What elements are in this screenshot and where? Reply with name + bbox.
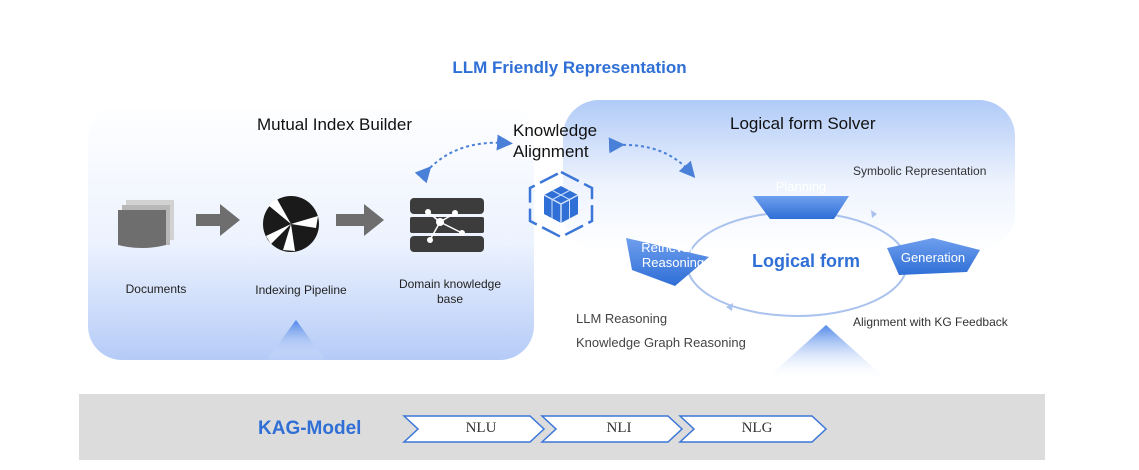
planning-fan [753, 196, 849, 219]
flow-arrow-1 [196, 204, 240, 236]
diagram-title: LLM Friendly Representation [452, 58, 687, 77]
knowledge-alignment-line1: Knowledge [513, 121, 598, 140]
stage-label-nlu: NLU [465, 420, 497, 436]
knowledge-alignment-line2: Alignment [513, 142, 589, 161]
alignment-arrow-right [608, 137, 696, 179]
stage-chevron-nlu [402, 415, 546, 443]
loop-arrowhead [726, 303, 733, 311]
step-label-database: Domain knowledge base [382, 277, 518, 307]
alignment-feedback-label: Alignment with KG Feedback [853, 315, 1008, 329]
cube-hexagon-icon [528, 170, 594, 239]
retrieval-fan [626, 238, 709, 286]
solver-title: Logical form Solver [730, 114, 876, 133]
generation-label: Generation [900, 250, 966, 265]
generation-fan [887, 238, 980, 275]
retrieval-reasoning-label: Retrieval & Reasoning [628, 240, 718, 270]
llm-reasoning-label: LLM Reasoning [576, 311, 668, 326]
mutual-index-title: Mutual Index Builder [257, 115, 412, 134]
flow-arrow-2 [336, 204, 384, 236]
step-label-documents: Documents [125, 282, 187, 296]
knowledge-alignment-label: Knowledge Alignment [513, 120, 597, 162]
right-spotlight [765, 325, 887, 380]
documents-icon [118, 200, 174, 248]
database-icon [410, 198, 484, 252]
step-label-database-line1: Domain knowledge [398, 277, 502, 291]
step-label-indexing: Indexing Pipeline [255, 283, 347, 297]
retrieval-line2: Reasoning [641, 255, 705, 270]
retrieval-line1: Retrieval & [641, 240, 705, 255]
alignment-arrow-left [414, 134, 513, 184]
pipeline-icon [263, 196, 319, 252]
left-spotlight [265, 320, 327, 362]
loop-arrowhead [871, 210, 877, 218]
step-label-database-line2: base [436, 292, 464, 306]
logical-form-label: Logical form [751, 251, 860, 271]
symbolic-representation-label: Symbolic Representation [853, 164, 987, 178]
kag-model-title: KAG-Model [258, 418, 362, 439]
stage-label-nli: NLI [606, 420, 632, 436]
stage-chevron-nli [540, 415, 684, 443]
kg-reasoning-label: Knowledge Graph Reasoning [576, 335, 746, 350]
planning-label: Planning [775, 179, 827, 194]
stage-label-nlg: NLG [741, 420, 773, 436]
stage-chevron-nlg [678, 415, 828, 443]
